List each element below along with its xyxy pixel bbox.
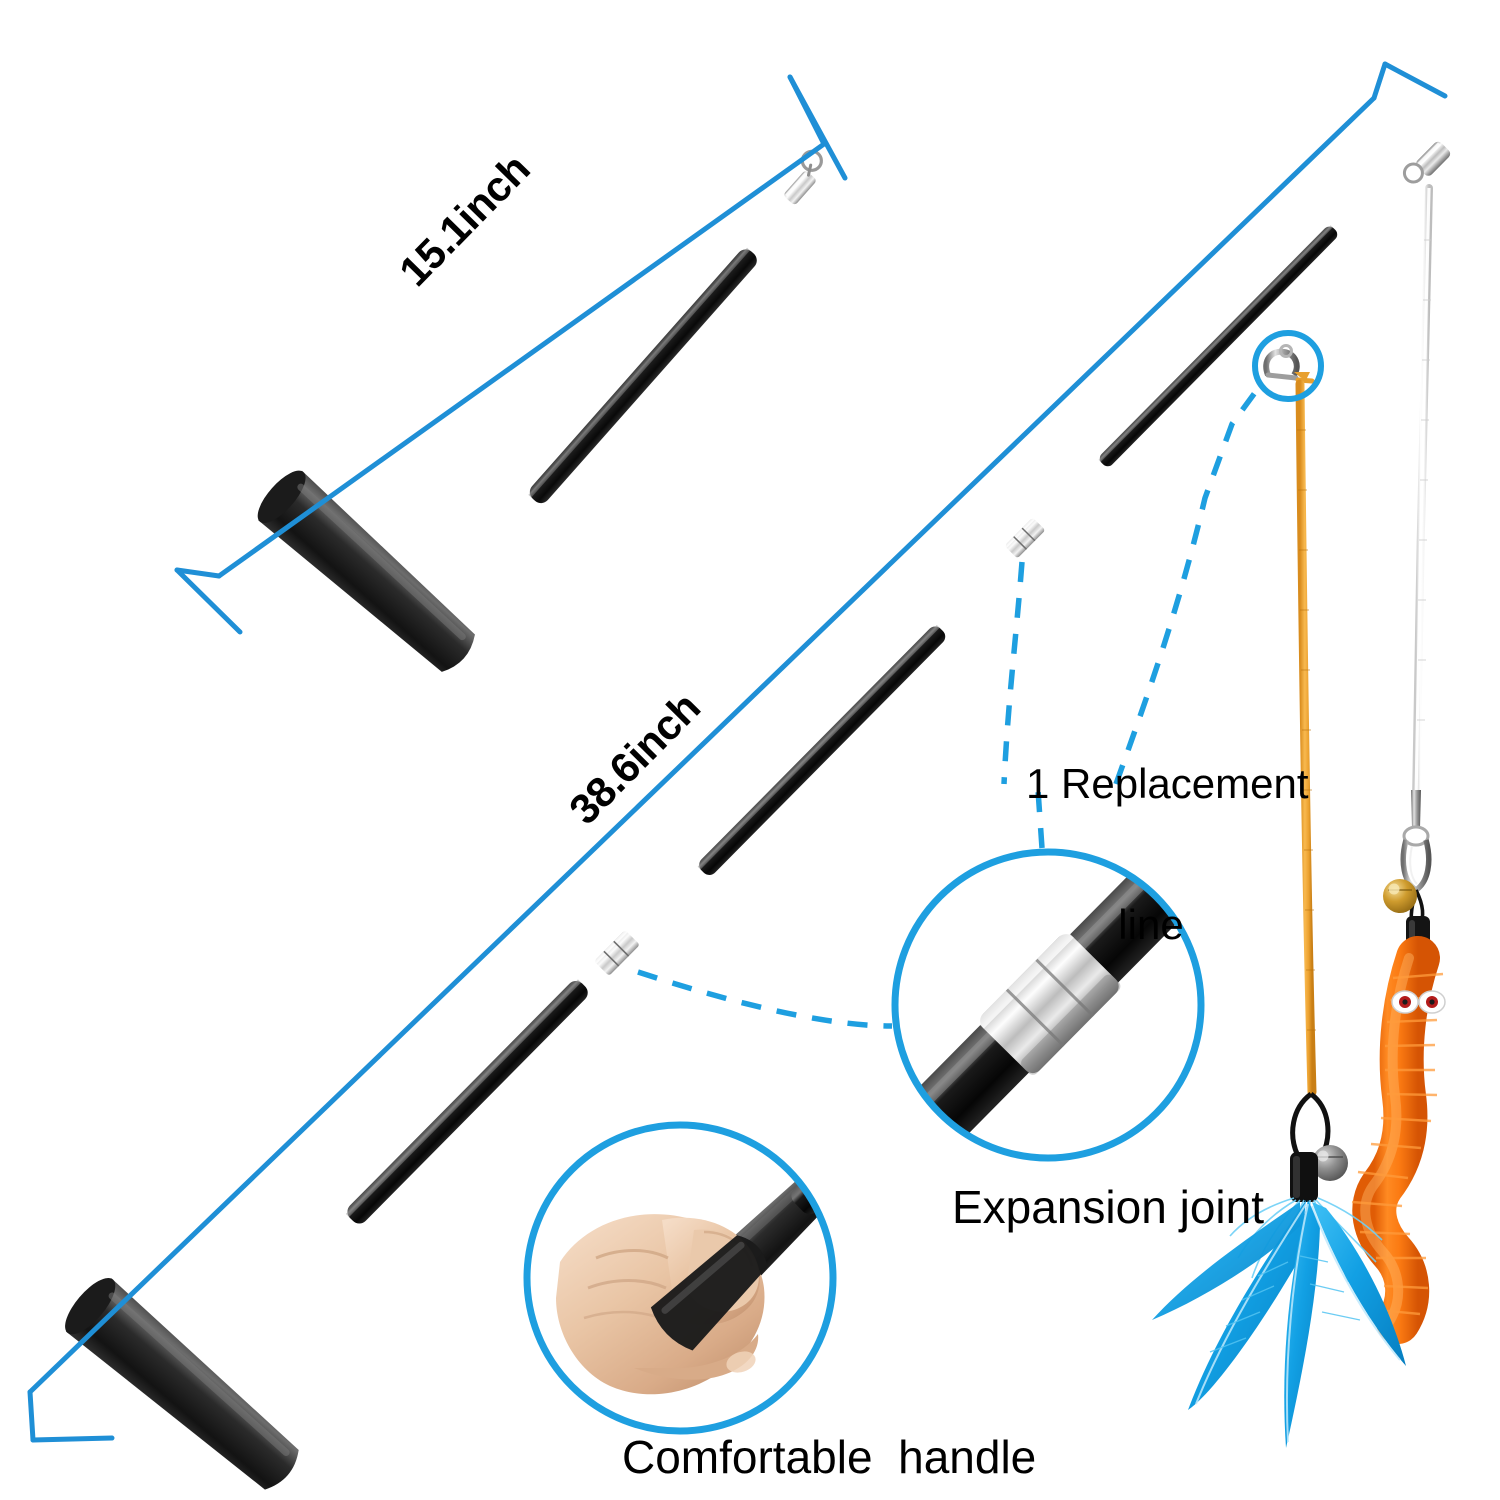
dimension-lines <box>27 61 1448 1443</box>
silver-bell <box>1312 1145 1348 1181</box>
magnifier-expansion-joint <box>891 848 1205 1162</box>
orange-worm-toy <box>1351 936 1446 1344</box>
collapsed-tip <box>784 149 823 205</box>
dim-extended-38-6inch <box>27 61 1448 1443</box>
extended-handle-grip <box>65 1278 299 1490</box>
collapsed-rod <box>529 249 757 504</box>
blue-feather-toy <box>1152 1091 1406 1448</box>
orange-cord <box>1295 379 1317 1097</box>
wand-tip-cap <box>1402 141 1451 184</box>
magnifier-comfortable-handle <box>523 1121 837 1435</box>
callout-replacement-line: 1 Replacement line <box>1026 666 1309 1042</box>
swivel-clasp <box>1400 790 1432 894</box>
callout-leaders <box>637 381 1265 1029</box>
collapsed-handle-grip <box>258 470 475 672</box>
clear-elastic-line <box>1383 184 1433 960</box>
dim-collapsed-15-1inch <box>174 74 848 635</box>
leader-joint-upper <box>1001 561 1025 785</box>
leader-joint-lower <box>637 969 893 1029</box>
leader-replacement-line <box>1113 381 1265 785</box>
feature-label-comfortable-handle: Comfortable handle <box>622 1431 1037 1483</box>
expansion-joint-upper <box>1004 517 1045 558</box>
rod-section-middle <box>699 626 946 875</box>
gold-bell <box>1383 879 1417 913</box>
worm-eyes <box>1391 990 1446 1014</box>
wand-collapsed <box>257 149 823 672</box>
orange-replacement-line <box>1263 344 1317 1097</box>
wand-extended <box>65 141 1451 1490</box>
callout-replacement-line-row1: 1 Replacement <box>1026 760 1309 808</box>
highlight-circle-orange-clip <box>1252 330 1324 402</box>
feature-label-expansion-joint: Expansion joint <box>952 1181 1264 1233</box>
rod-section-lower <box>347 980 588 1224</box>
expansion-joint-lower <box>594 929 639 975</box>
worm-body <box>1352 936 1440 1344</box>
callout-replacement-line-row2: line <box>1118 901 1184 949</box>
orange-line-clip <box>1263 344 1315 384</box>
feather-plumes <box>1152 1200 1406 1448</box>
rod-section-top <box>1099 226 1338 467</box>
leader-magnifier-stem <box>1035 789 1045 849</box>
